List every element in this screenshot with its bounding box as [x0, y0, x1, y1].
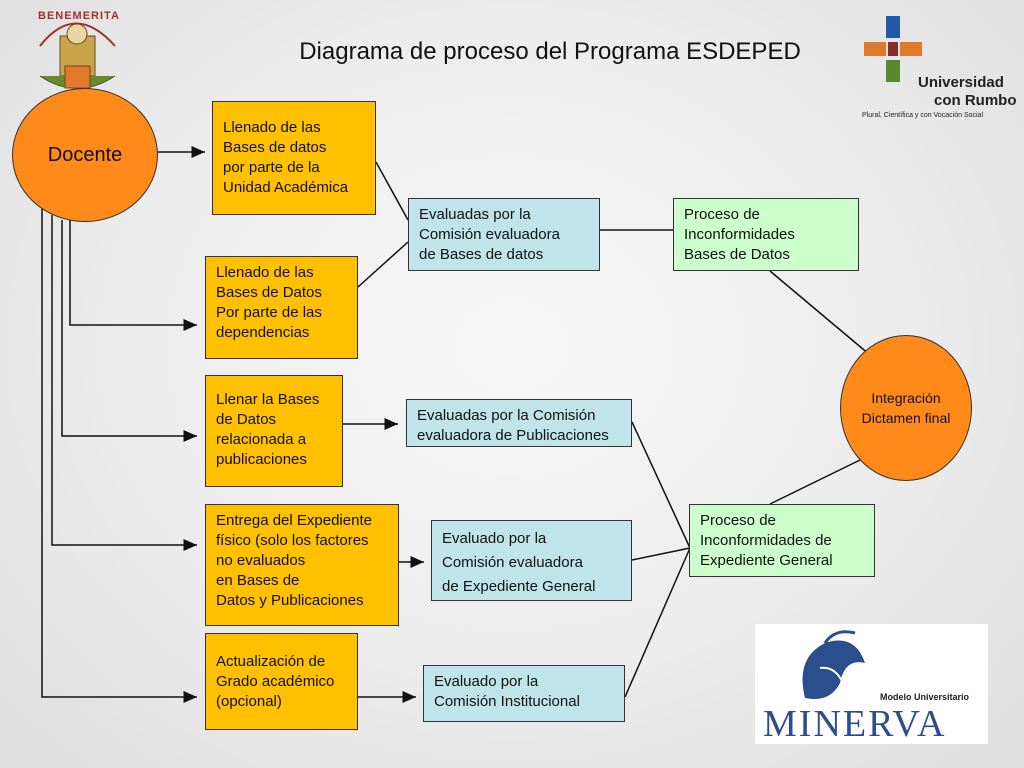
benemerita-logo-text: BENEMERITA	[38, 10, 120, 22]
line-proc1-final	[769, 270, 871, 356]
minerva-logo-tagline: Modelo Universitario	[880, 692, 970, 702]
final-integracion-label: Integración Dictamen final	[861, 390, 951, 426]
minerva-logo: Modelo Universitario MINERVA	[755, 624, 988, 745]
input-box-publicaciones: Llenar la Bases de Datos relacionada a p…	[205, 375, 343, 487]
benemerita-seal-icon	[39, 22, 116, 89]
arrow-docente-box3	[61, 220, 197, 442]
arrow-docente-box5	[41, 205, 197, 703]
minerva-helmet-icon	[802, 630, 865, 699]
actor-docente-label: Docente	[47, 143, 123, 166]
arrow-docente-box2	[69, 220, 197, 331]
eval-box-institucional: Evaluado por la Comisión Institucional	[423, 665, 625, 722]
line-box1-eval1	[375, 161, 409, 221]
line-eval2-proc2	[631, 421, 691, 549]
final-integracion-dictamen: Integración Dictamen final	[840, 335, 972, 481]
process-box-expediente: Proceso de Inconformidades de Expediente…	[689, 504, 875, 577]
arrow-docente-box4	[51, 215, 197, 551]
benemerita-logo: BENEMERITA	[20, 6, 130, 106]
line-eval4-proc2	[624, 547, 691, 698]
eval-box-publicaciones: Evaluadas por la Comisión evaluadora de …	[406, 399, 632, 447]
universidad-logo: Universidad con Rumbo Plural, Científica…	[858, 12, 1018, 122]
input-box-dependencias: Llenado de las Bases de Datos Por parte …	[205, 256, 358, 359]
universidad-logo-tagline: Plural, Científica y con Vocación Social	[862, 112, 984, 119]
line-eval3-proc2	[631, 547, 691, 561]
actor-docente: Docente	[12, 88, 158, 222]
page-title: Diagrama de proceso del Programa ESDEPED	[299, 38, 801, 65]
process-box-bases-datos: Proceso de Inconformidades Bases de Dato…	[673, 198, 859, 271]
universidad-logo-line1: Universidad	[918, 74, 1004, 91]
input-box-expediente: Entrega del Expediente físico (solo los …	[205, 504, 399, 626]
line-proc2-final	[769, 459, 861, 505]
universidad-logo-line2: con Rumbo	[934, 92, 1017, 109]
universidad-cross-icon	[864, 16, 922, 82]
line-box2-eval1	[357, 241, 409, 288]
input-box-unidad-academica: Llenado de las Bases de datos por parte …	[212, 101, 376, 215]
input-box-grado-academico: Actualización de Grado académico (opcion…	[205, 633, 358, 730]
eval-box-expediente: Evaluado por la Comisión evaluadora de E…	[431, 520, 632, 601]
eval-box-bases-datos: Evaluadas por la Comisión evaluadora de …	[408, 198, 600, 271]
minerva-logo-wordmark: MINERVA	[763, 703, 947, 745]
